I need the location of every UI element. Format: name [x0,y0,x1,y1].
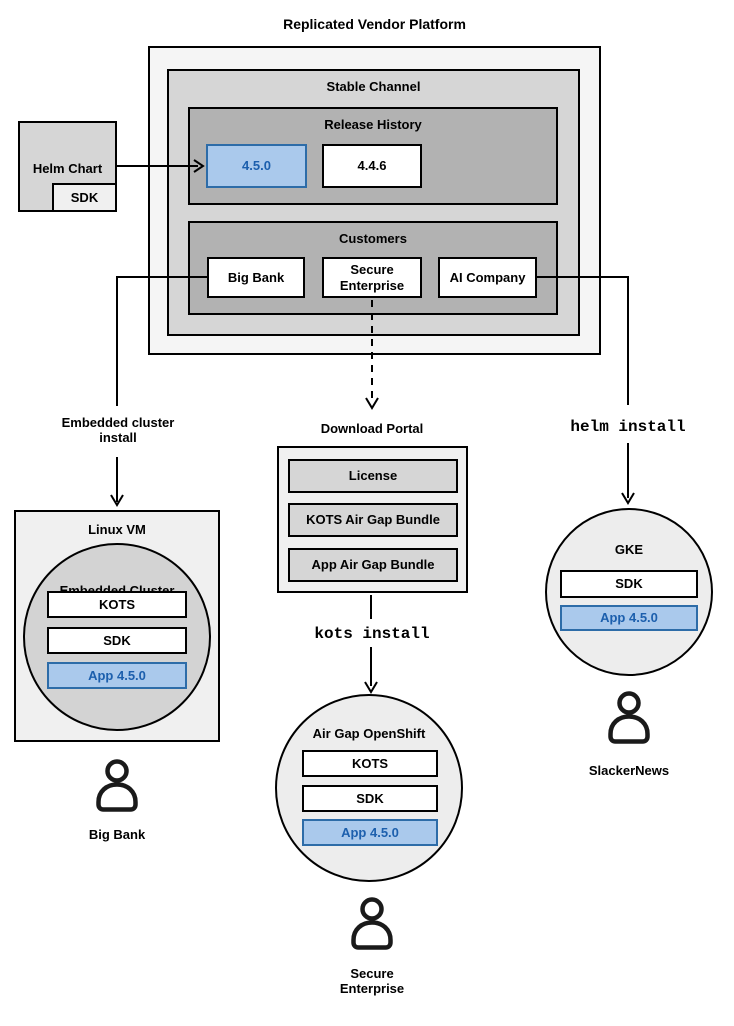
person-icon [351,897,393,950]
stable-channel-box: Stable Channel Release History 4.5.0 4.4… [167,69,580,336]
gke-circle: GKE SDK App 4.5.0 [545,508,713,676]
embedded-sdk-box: SDK [47,627,187,654]
release-version-current: 4.5.0 [206,144,307,188]
arrowhead-down-icon [110,494,124,507]
helm-chart-label: Helm Chart [32,161,103,176]
stable-channel-label: Stable Channel [326,79,421,94]
helm-chart-box: Helm Chart SDK [18,121,117,212]
download-portal-box: License KOTS Air Gap Bundle App Air Gap … [277,446,468,593]
linux-vm-label: Linux VM [88,522,146,537]
airgap-openshift-circle: Air Gap OpenShift KOTS SDK App 4.5.0 [275,694,463,882]
arrowhead-down-icon [364,681,378,694]
embedded-kots-box: KOTS [47,591,187,618]
customers-label: Customers [339,231,407,246]
release-version-previous: 4.4.6 [322,144,422,188]
airgap-app-box: App 4.5.0 [302,819,438,846]
persona-big-bank-label: Big Bank [88,827,146,842]
portal-kots-bundle-box: KOTS Air Gap Bundle [288,503,458,537]
customers-box: Customers Big Bank Secure Enterprise AI … [188,221,558,315]
vendor-platform-box: Stable Channel Release History 4.5.0 4.4… [148,46,601,355]
airgap-openshift-label: Air Gap OpenShift [312,726,426,741]
linux-vm-box: Linux VM Embedded Cluster KOTS SDK App 4… [14,510,220,742]
customer-big-bank: Big Bank [207,257,305,298]
kots-install-command: kots install [314,625,430,643]
person-icon [96,759,138,812]
customer-secure-enterprise: Secure Enterprise [322,257,422,298]
arrowhead-down-icon [365,397,379,410]
customer-ai-company: AI Company [438,257,537,298]
gke-app-box: App 4.5.0 [560,605,698,631]
helm-chart-sdk-box: SDK [52,183,117,212]
release-history-box: Release History 4.5.0 4.4.6 [188,107,558,205]
download-portal-label: Download Portal [320,421,424,436]
helm-install-command: helm install [570,418,686,436]
arrowhead-down-icon [621,492,635,505]
gke-sdk-box: SDK [560,570,698,598]
portal-app-bundle-box: App Air Gap Bundle [288,548,458,582]
persona-slackernews-label: SlackerNews [588,763,670,778]
person-icon [608,691,650,744]
embedded-install-label: Embedded cluster install [61,415,175,446]
portal-license-box: License [288,459,458,493]
gke-label: GKE [614,542,644,557]
embedded-cluster-circle: Embedded Cluster KOTS SDK App 4.5.0 [23,543,211,731]
embedded-app-box: App 4.5.0 [47,662,187,689]
diagram-title: Replicated Vendor Platform [283,16,466,32]
airgap-kots-box: KOTS [302,750,438,777]
release-history-label: Release History [324,117,422,132]
persona-secure-enterprise-label: Secure Enterprise [339,966,405,997]
airgap-sdk-box: SDK [302,785,438,812]
